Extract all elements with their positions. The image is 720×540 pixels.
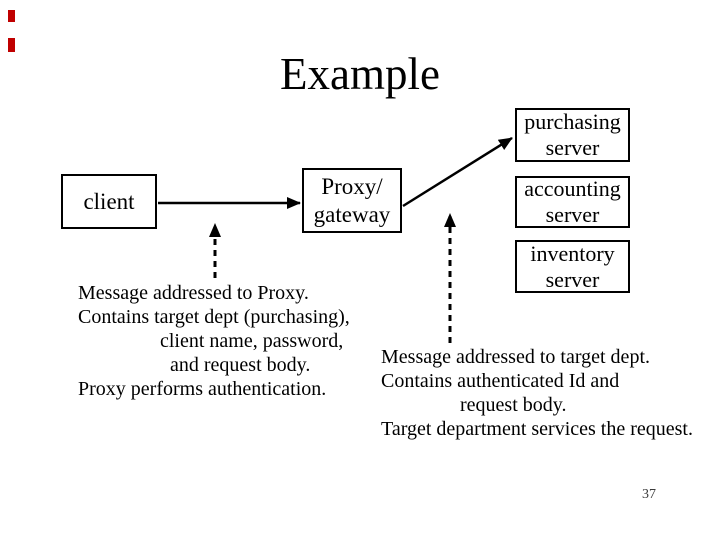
right-annotation-line1: Message addressed to target dept. <box>381 346 650 368</box>
page-number: 37 <box>642 487 656 502</box>
right-annotation-line3: request body. <box>460 394 567 416</box>
left-annotation-line5: Proxy performs authentication. <box>78 378 327 400</box>
right-annotation-line4: Target department services the request. <box>381 418 693 440</box>
left-annotation: Message addressed to Proxy. Contains tar… <box>78 281 350 401</box>
left-annotation-line1: Message addressed to Proxy. <box>78 282 309 304</box>
proxy-to-purchasing-arrow <box>402 136 513 208</box>
right-annotation: Message addressed to target dept. Contai… <box>381 345 693 441</box>
purchasing-server-box: purchasing server <box>515 108 630 162</box>
inventory-box-label-line2: server <box>545 266 600 292</box>
accounting-box-label-line2: server <box>545 202 600 227</box>
accounting-box-label-line1: accounting <box>524 176 621 201</box>
purchasing-box-label-line1: purchasing <box>524 109 621 134</box>
slide-title: Example <box>280 49 440 99</box>
left-annotation-line4: and request body. <box>170 354 311 376</box>
red-marker-top <box>8 10 15 22</box>
proxy-box-label-line1: Proxy/ <box>321 173 383 199</box>
proxy-box-label-line2: gateway <box>313 201 391 227</box>
left-annotation-line3: client name, password, <box>160 330 344 352</box>
left-annotation-line2: Contains target dept (purchasing), <box>78 306 350 328</box>
inventory-box-label-line1: inventory <box>530 240 615 266</box>
red-marker-bottom <box>8 38 15 52</box>
client-box: client <box>61 174 157 229</box>
right-annotation-line2: Contains authenticated Id and <box>381 370 620 392</box>
accounting-server-box: accounting server <box>515 176 630 228</box>
proxy-gateway-box: Proxy/ gateway <box>302 168 402 233</box>
inventory-server-box: inventory server <box>515 240 630 293</box>
purchasing-box-label-line2: server <box>545 135 600 160</box>
client-box-label: client <box>83 188 135 214</box>
